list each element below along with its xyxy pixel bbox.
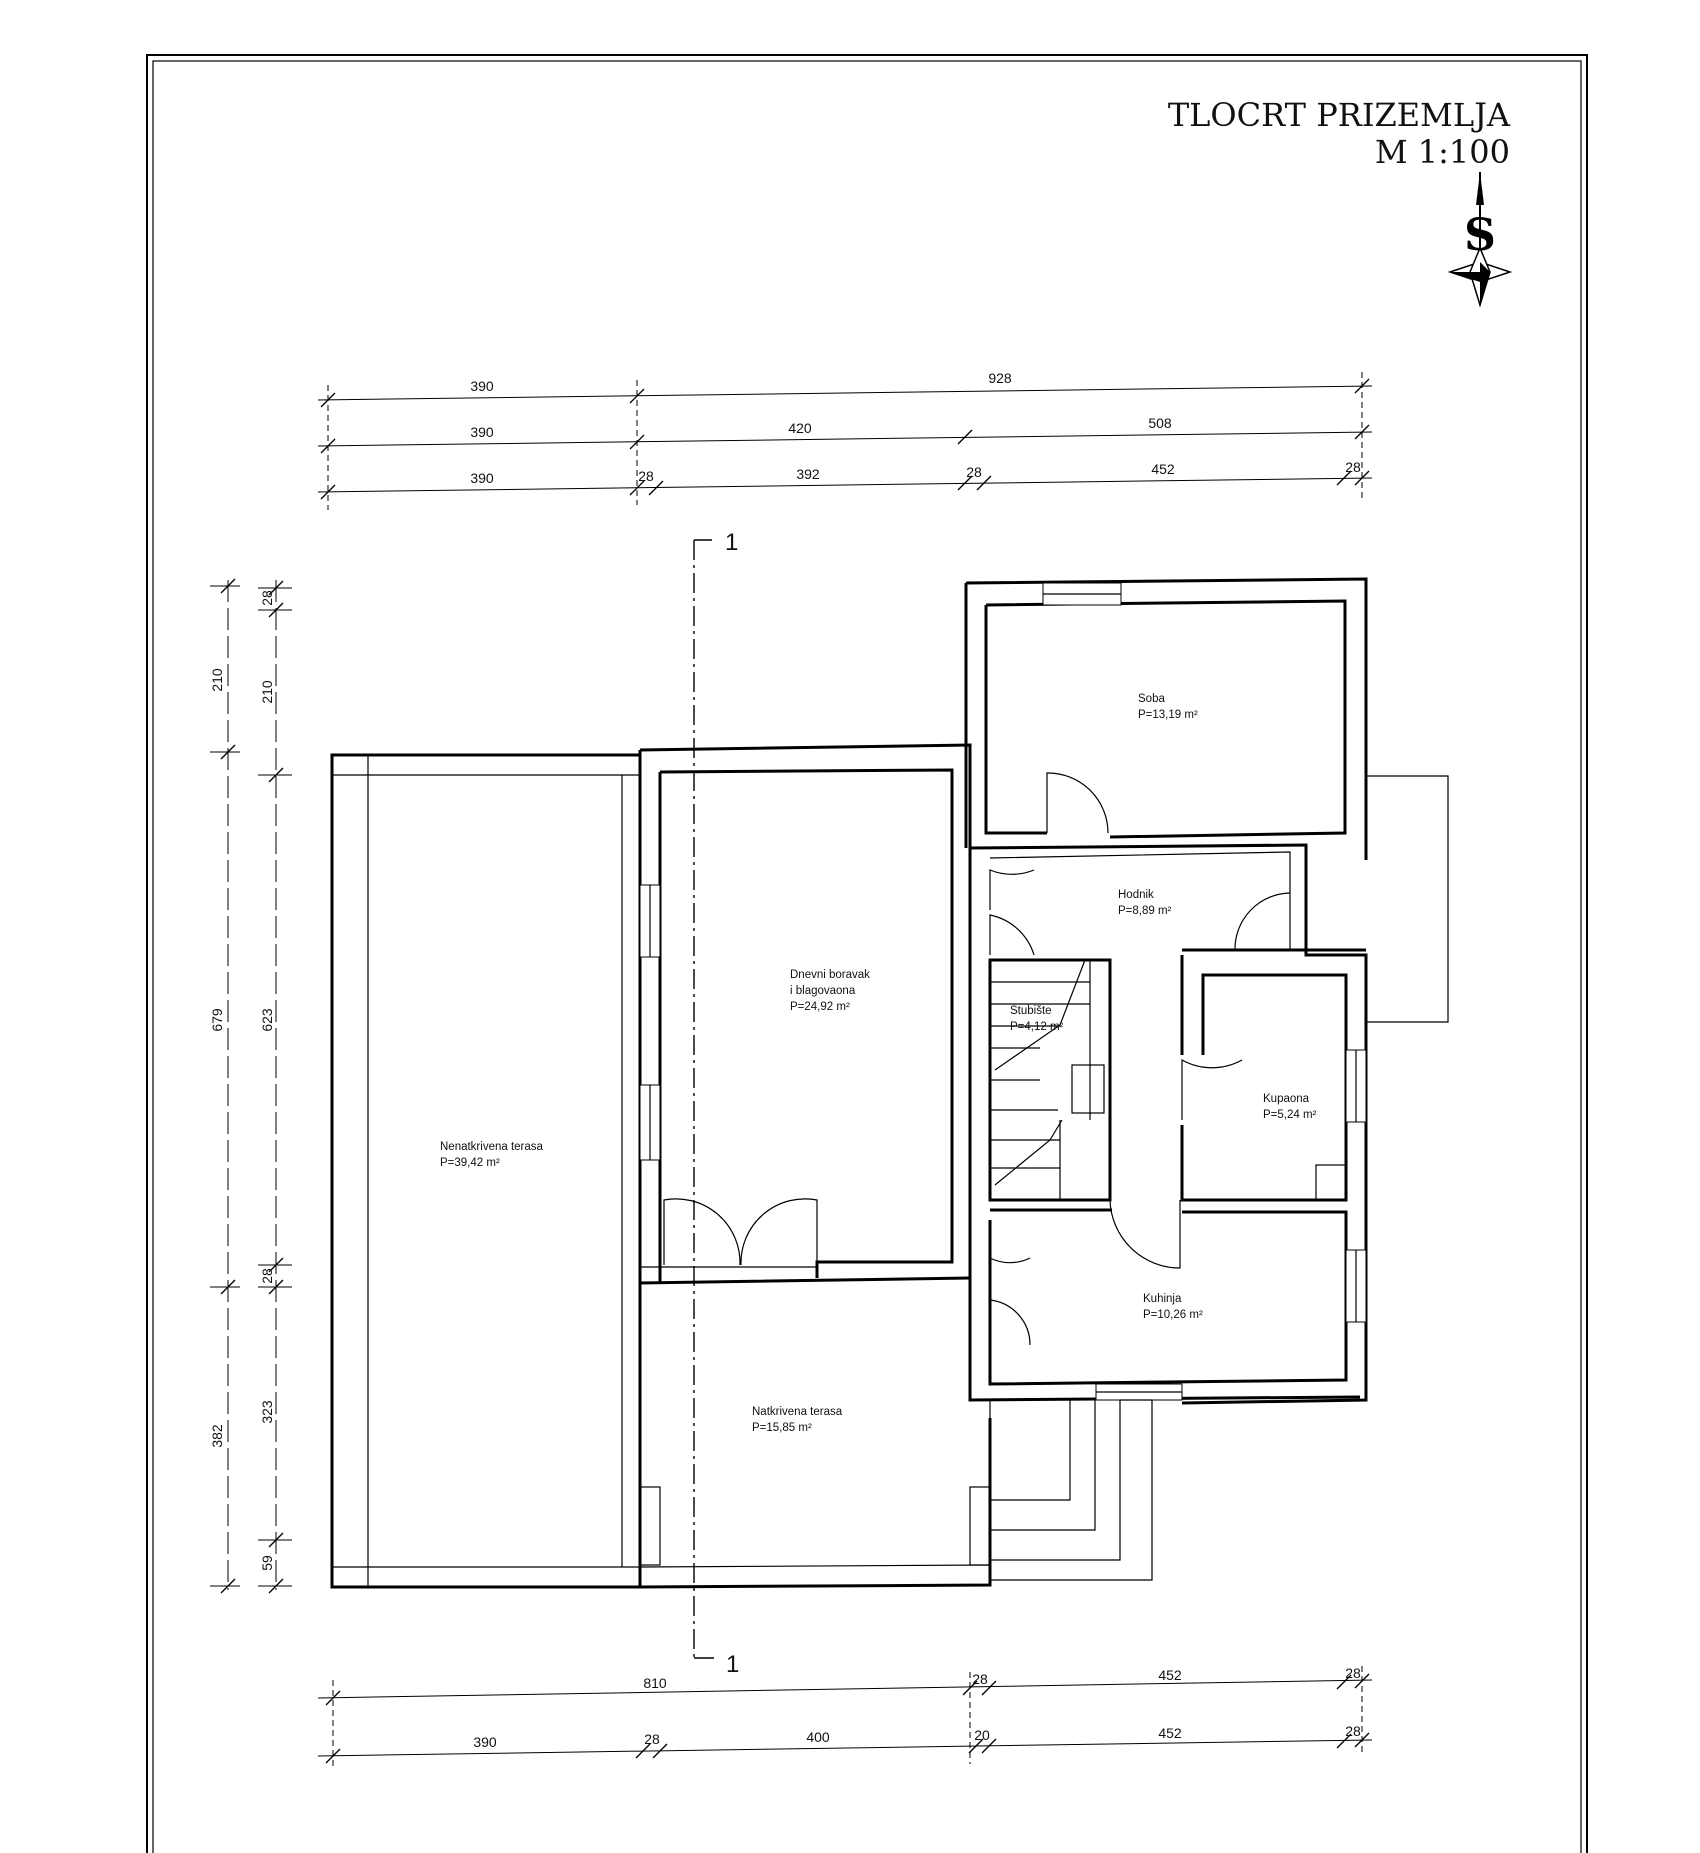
bottom-dimension-chains: 810 28 452 28 390 28 400 20 452 28 [317,1665,1373,1770]
dim-label: 810 [643,1675,667,1691]
room-area: P=10,26 m² [1143,1309,1203,1321]
dim-label: 420 [788,420,812,436]
floor-plan [330,577,1449,1589]
dim-label: 28 [259,1268,275,1284]
room-name: Kupaona [1263,1093,1310,1105]
room-area: P=15,85 m² [752,1422,812,1434]
dim-label: 679 [209,1008,225,1032]
dim-label: 28 [972,1671,988,1687]
dim-label: 323 [259,1400,275,1424]
door-swing [1109,1199,1181,1269]
door-swing [989,914,1035,956]
dim-label: 28 [1345,1665,1361,1681]
drawing-scale: M 1:100 [1375,133,1510,171]
dim-label: 623 [259,1008,275,1032]
section-line-1: 1 1 [693,529,739,1678]
dim-label: 390 [470,424,494,440]
dim-label: 392 [796,466,820,482]
dim-label: 400 [806,1729,830,1745]
room-area: P=5,24 m² [1263,1109,1317,1121]
dim-label: 452 [1151,461,1175,477]
dim-label: 390 [470,470,494,486]
door-swing [989,1299,1031,1346]
room-name-line2: i blagovaona [790,985,856,997]
uncovered-terrace-outline [330,753,642,1589]
room-name: Nenatkrivena terasa [440,1141,544,1153]
room-name: Kuhinja [1143,1293,1182,1305]
dim-label: 59 [259,1555,275,1571]
exterior-steps [989,1399,1153,1581]
door-swing [740,1198,818,1266]
dim-label: 452 [1158,1667,1182,1683]
covered-terrace-outline [638,1283,992,1589]
dim-label: 452 [1158,1725,1182,1741]
kitchen-walls [968,1208,1367,1402]
section-label-bottom: 1 [726,1651,739,1678]
room-labels: Soba P=13,19 m² Hodnik P=8,89 m² Dnevni … [440,693,1317,1434]
left-dimension-chains: 210 679 382 28 210 623 28 323 59 [209,578,292,1594]
room-area: P=24,92 m² [790,1001,850,1013]
dim-label: 210 [259,680,275,704]
dim-label: 28 [638,468,654,484]
sheet-border-inner [152,60,1582,1853]
room-area: P=4,12 m² [1010,1021,1064,1033]
side-annex-outline [1366,775,1449,1023]
room-name: Dnevni boravak [790,969,870,981]
door-swing [1234,892,1291,951]
dim-label: 28 [259,590,275,606]
north-arrow-icon: S [1447,172,1513,308]
dim-label: 28 [644,1731,660,1747]
room-area: P=13,19 m² [1138,709,1198,721]
sheet-border-outer [146,54,1588,1853]
section-label-top: 1 [725,529,738,556]
dim-label: 28 [1345,1723,1361,1739]
dim-label: 20 [974,1727,990,1743]
dim-label: 928 [988,370,1012,386]
room-name: Soba [1138,693,1165,705]
dim-label: 28 [966,464,982,480]
dim-label: 390 [470,378,494,394]
room-name: Hodnik [1118,889,1154,901]
north-letter: S [1464,210,1496,261]
dim-label: 210 [209,668,225,692]
room-area: P=39,42 m² [440,1157,500,1169]
dim-label: 508 [1148,415,1172,431]
door-swing [663,1198,741,1266]
living-room-walls [638,743,972,1285]
dim-label: 382 [209,1424,225,1448]
door-swing [1181,1058,1243,1120]
bedroom-walls [964,577,1368,860]
dim-label: 390 [473,1734,497,1750]
hallway-and-stairs [969,843,1368,1405]
door-swing [1046,772,1109,834]
room-area: P=8,89 m² [1118,905,1172,917]
top-dimension-chains: 390 928 390 420 508 390 28 392 28 452 28 [317,370,1373,510]
room-name: Natkrivena terasa [752,1406,843,1418]
room-name: Stubište [1010,1005,1052,1017]
dim-label: 28 [1345,459,1361,475]
stair-treads [990,959,1105,1200]
drawing-title: TLOCRT PRIZEMLJA [1168,96,1511,134]
